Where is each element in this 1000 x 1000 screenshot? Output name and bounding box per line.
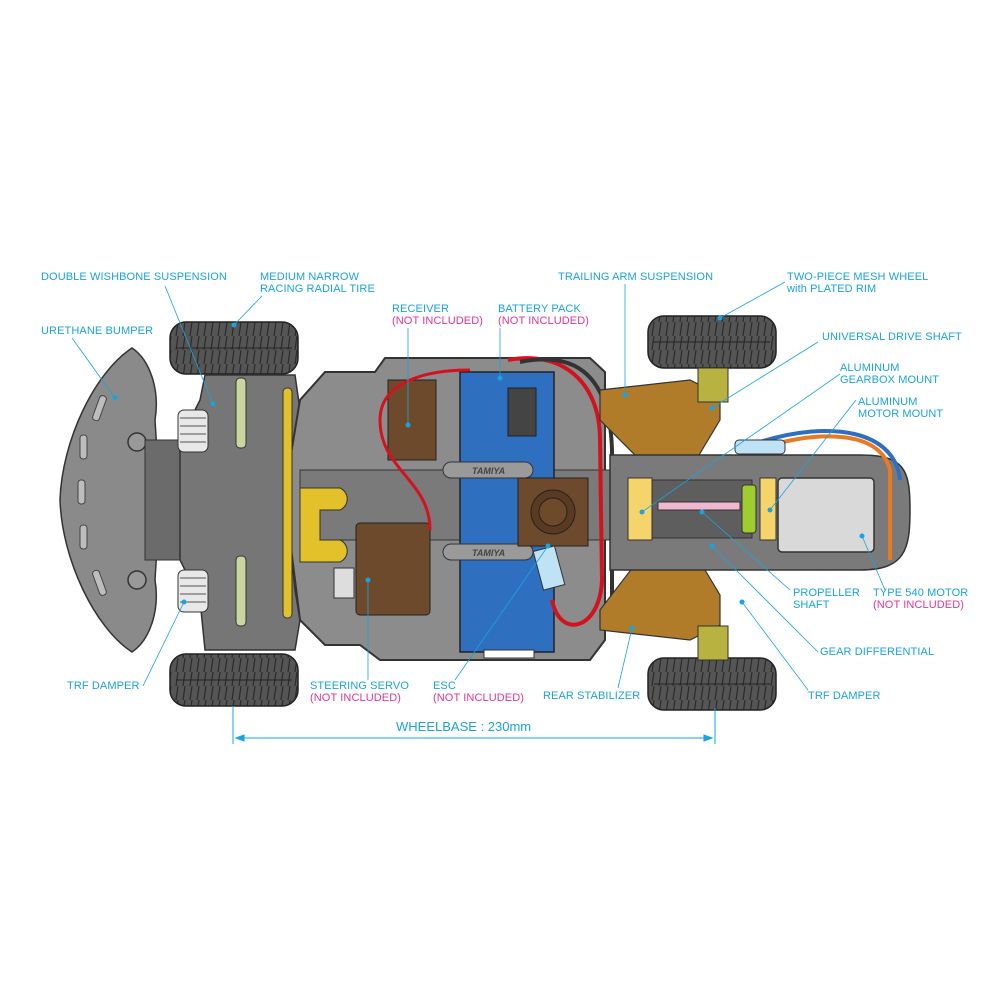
gearbox (627, 477, 777, 541)
label-trailing-arm: TRAILING ARM SUSPENSION (558, 271, 714, 283)
steering-rods (235, 377, 348, 627)
receiver-box (387, 379, 437, 461)
label-wheelbase: WHEELBASE : 230mm (396, 719, 532, 734)
front-left-tire (169, 321, 299, 375)
label-type540-motor: TYPE 540 MOTOR(NOT INCLUDED) (873, 587, 969, 611)
label-trf-damper-front: TRF DAMPER (67, 680, 140, 692)
label-urethane-bumper: URETHANE BUMPER (41, 325, 154, 337)
rear-upright-right (697, 625, 729, 661)
front-right-tire (169, 653, 299, 707)
motor (777, 477, 875, 553)
wiring-red (507, 356, 605, 627)
rear-right-tire (647, 657, 777, 711)
label-gear-differential: GEAR DIFFERENTIAL (820, 646, 935, 658)
rear-upright-left (697, 367, 729, 403)
label-receiver: RECEIVER(NOT INCLUDED) (392, 303, 484, 327)
leader-dots (112, 315, 865, 631)
front-damper-left (177, 409, 209, 453)
wiring-black (519, 357, 614, 600)
battery-strap-top: TAMIYA (442, 461, 534, 479)
label-universal-drive-shaft: UNIVERSAL DRIVE SHAFT (822, 331, 962, 343)
rear-left-tire (647, 315, 777, 369)
bumper-slots (77, 395, 107, 596)
label-battery-pack: BATTERY PACK(NOT INCLUDED) (498, 303, 590, 327)
strap-brand-text: TAMIYA (472, 548, 505, 558)
strap-brand-text: TAMIYA (472, 466, 505, 476)
label-rear-stabilizer: REAR STABILIZER (543, 690, 641, 702)
leader-lines (71, 281, 886, 691)
label-esc: ESC(NOT INCLUDED) (433, 680, 525, 704)
label-trf-damper-rear: TRF DAMPER (808, 690, 881, 702)
servo-wire (378, 368, 471, 531)
label-steering-servo: STEERING SERVO(NOT INCLUDED) (310, 680, 409, 704)
label-double-wishbone: DOUBLE WISHBONE SUSPENSION (41, 271, 227, 283)
wheelbase-dimension (232, 706, 716, 744)
esc-unit (517, 477, 589, 547)
steering-servo-box (355, 522, 431, 616)
